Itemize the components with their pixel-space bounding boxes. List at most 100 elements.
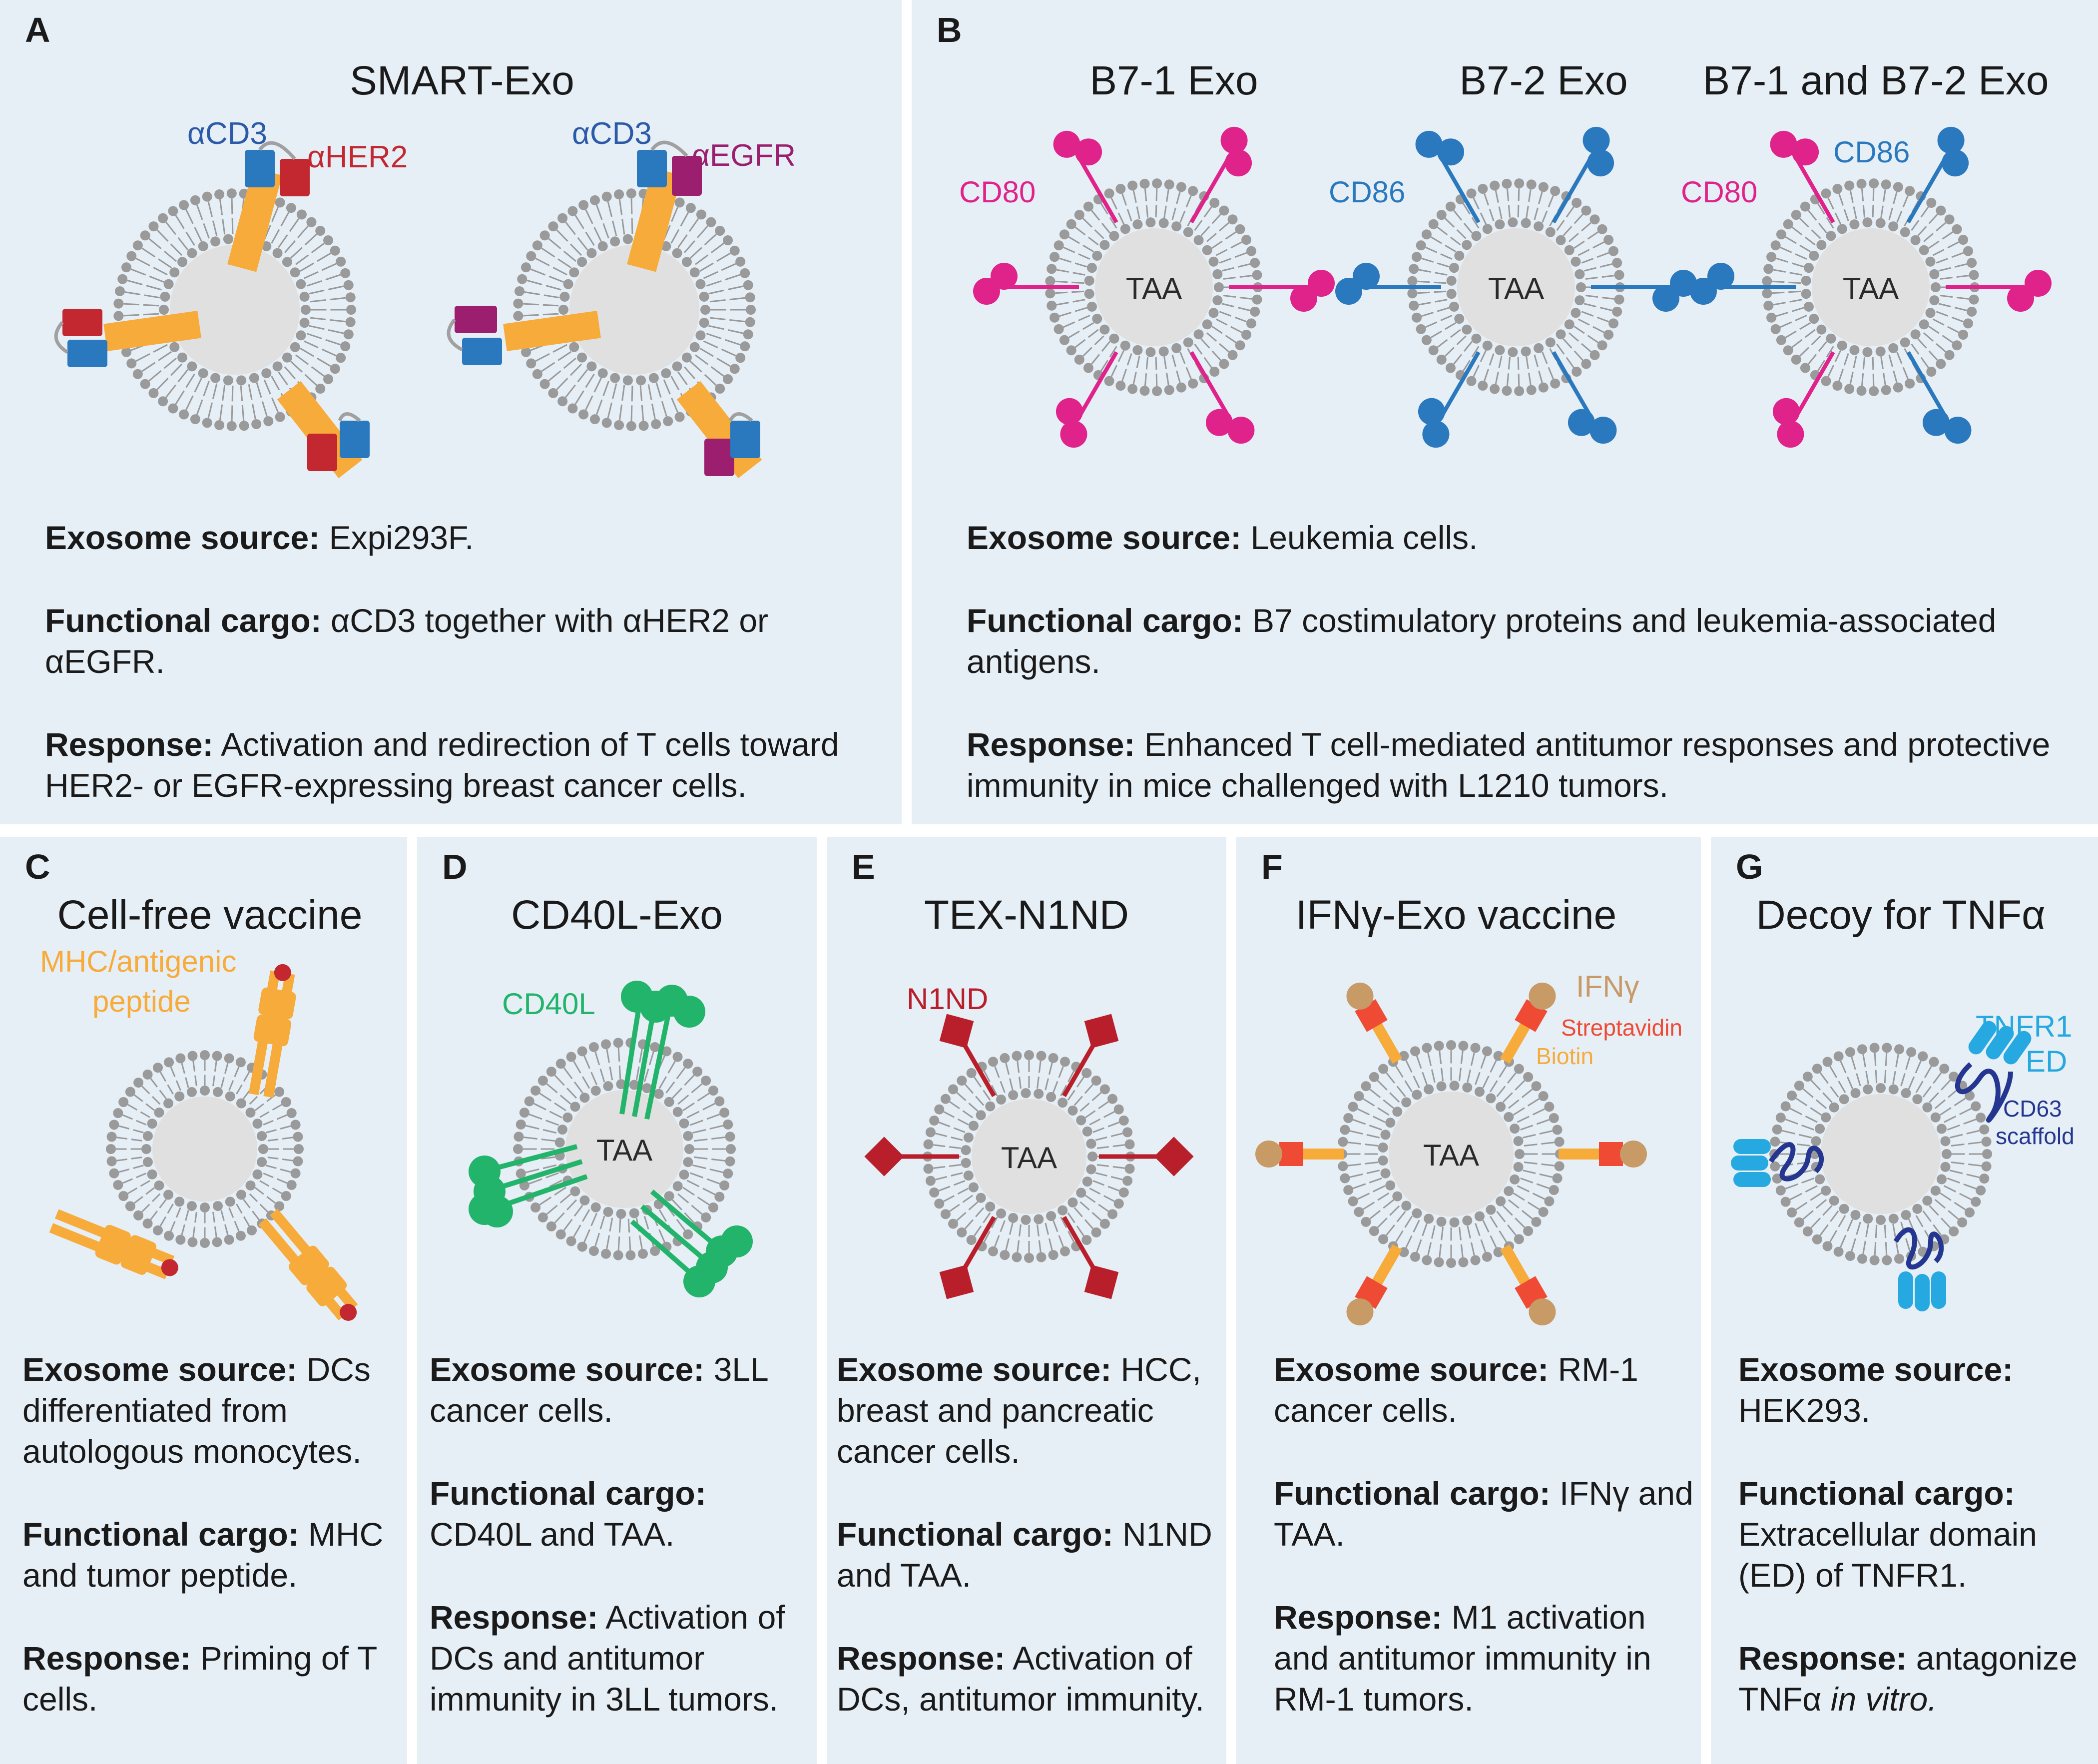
source-label: Exosome source: (430, 1351, 705, 1388)
panel-title: IFNγ-Exo vaccine (1295, 892, 1617, 938)
panel-letter: E (852, 847, 875, 886)
exosome-b7-1 (1045, 178, 1263, 396)
tnf-decoy-diagram: TNFR1 ED CD63 scaffold (1731, 1010, 2075, 1311)
panel-letter: F (1261, 847, 1283, 886)
panel-description: Exosome source: Leukemia cells. Function… (967, 517, 2081, 824)
label-scaffold: scaffold (1996, 1123, 2075, 1149)
panel-f: F IFNγ-Exo vaccine TAA IFNγ Streptavidin… (1236, 837, 1701, 1764)
cargo-value: Extracellular domain (ED) of TNFR1. (1738, 1516, 2037, 1594)
source-value: Expi293F. (329, 519, 474, 556)
source-value: Leukemia cells. (1250, 519, 1478, 556)
panel-title: B7-1 and B7-2 Exo (1702, 58, 2049, 103)
label-cd40l: CD40L (502, 987, 595, 1021)
source-value: 3LL cancer cells. (430, 1351, 768, 1429)
panel-title: CD40L-Exo (511, 892, 723, 938)
panel-title: TEX-N1ND (924, 892, 1129, 938)
panel-title: SMART-Exo (350, 58, 574, 103)
exosome (513, 1038, 736, 1260)
cargo-label: Functional cargo: (22, 1516, 299, 1553)
source-label: Exosome source: (1274, 1351, 1549, 1388)
source-label: Exosome source: (967, 519, 1242, 556)
label-streptavidin: Streptavidin (1561, 1015, 1682, 1041)
response-label: Response: (1274, 1599, 1443, 1636)
cargo-label: Functional cargo: (430, 1475, 706, 1512)
bispecific-antibodies-egfr (447, 140, 762, 479)
tex-n1nd-diagram: TAA N1ND (864, 982, 1194, 1299)
bispecific-antibodies-her2 (54, 141, 370, 479)
cargo-value: CD40L and TAA. (430, 1516, 675, 1553)
smart-exo-diagram: αCD3 αHER2 αCD3 αEGFR (54, 116, 796, 479)
exosome (923, 1050, 1135, 1263)
exosome-b7-2 (1407, 178, 1625, 396)
panel-description: Exosome source: RM-1 cancer cells. Funct… (1274, 1349, 1693, 1762)
panel-description: Exosome source: DCs differentiated from … (22, 1349, 402, 1762)
response-label: Response: (430, 1599, 598, 1636)
cargo-value: MHC and tumor peptide. (22, 1516, 384, 1594)
label-ifng: IFNγ (1576, 970, 1639, 1003)
label-cd80: CD80 (1681, 175, 1757, 209)
response-label: Response: (1738, 1640, 1907, 1677)
label-cd80: CD80 (959, 175, 1036, 209)
panel-description: Exosome source: 3LL cancer cells. Functi… (430, 1349, 809, 1762)
label-aher2: αHER2 (307, 140, 408, 174)
source-value: HCC, breast and pancreatic cancer cells. (837, 1351, 1201, 1470)
taa-label: TAA (1843, 272, 1899, 305)
panel-title: B7-2 Exo (1459, 58, 1628, 103)
panel-letter: D (442, 847, 468, 886)
label-cd86: CD86 (1833, 135, 1910, 169)
source-value: HEK293. (1738, 1392, 1871, 1429)
b7-exo-diagram: TAA TAA TAA CD80 CD86 CD80 CD86 (959, 126, 2052, 448)
label-acd3: αCD3 (572, 116, 652, 151)
panel-title: B7-1 Exo (1089, 58, 1258, 103)
source-label: Exosome source: (22, 1351, 298, 1388)
label-peptide: peptide (92, 985, 191, 1018)
source-label: Exosome source: (45, 519, 320, 556)
mhc-complexes (49, 964, 358, 1321)
cargo-label: Functional cargo: (45, 602, 322, 639)
panel-letter: C (25, 847, 50, 886)
cd40l-exo-diagram: TAA CD40L (469, 981, 753, 1297)
response-value: Priming of T cells. (22, 1640, 377, 1718)
label-mhc: MHC/antigenic (40, 945, 237, 978)
panel-description: Exosome source: HCC, breast and pancreat… (837, 1349, 1221, 1762)
source-label: Exosome source: (1738, 1351, 2014, 1388)
exosome-her2 (113, 188, 356, 431)
taa-label: TAA (596, 1134, 652, 1167)
exosome-egfr (513, 188, 756, 431)
cd63-tnfr1-constructs (1731, 1021, 2032, 1311)
response-value: M1 activation and antitumor immunity in … (1274, 1599, 1651, 1718)
label-aegfr: αEGFR (692, 138, 796, 173)
cargo-label: Functional cargo: (967, 602, 1243, 639)
label-n1nd: N1ND (907, 982, 988, 1016)
cargo-value: IFNγ and TAA. (1274, 1475, 1693, 1553)
panel-letter: G (1736, 847, 1763, 886)
source-value: DCs differentiated from autologous monoc… (22, 1351, 371, 1470)
panel-e: E TEX-N1ND TAA N1ND Exosome source: HCC,… (827, 837, 1226, 1764)
response-value: antagonize TNFα (1738, 1640, 2078, 1718)
taa-label: TAA (1001, 1141, 1057, 1175)
label-cd86: CD86 (1329, 175, 1405, 209)
cargo-value: N1ND and TAA. (837, 1516, 1212, 1594)
label-tnfr1: TNFR1 (1976, 1010, 2072, 1043)
response-value: Activation of DCs and antitumor immunity… (430, 1599, 785, 1718)
cd40l-trimers (469, 981, 753, 1297)
ifng-exo-diagram: TAA IFNγ Streptavidin Biotin (1255, 970, 1682, 1326)
panel-d: D CD40L-Exo TAA CD40L Exosome source: 3L… (417, 837, 817, 1764)
taa-label: TAA (1488, 272, 1544, 305)
cargo-label: Functional cargo: (1274, 1475, 1551, 1512)
panel-c: C Cell-free vaccine (0, 837, 407, 1764)
label-acd3: αCD3 (187, 116, 267, 151)
panel-description: Exosome source: Expi293F. Functional car… (45, 517, 894, 824)
cargo-value: αCD3 together with αHER2 or αEGFR. (45, 602, 769, 680)
cell-free-vaccine-diagram: MHC/antigenic peptide (40, 945, 358, 1321)
cargo-label: Functional cargo: (1738, 1475, 2015, 1512)
panel-title: Cell-free vaccine (57, 892, 363, 938)
mixed-ligands (1690, 126, 2052, 448)
label-biotin: Biotin (1536, 1043, 1593, 1069)
label-ed: ED (2026, 1045, 2067, 1078)
taa-label: TAA (1423, 1139, 1479, 1172)
exosome (1769, 1043, 1992, 1265)
source-value: RM-1 cancer cells. (1274, 1351, 1638, 1429)
ifng-ligands (1255, 982, 1647, 1326)
response-value: Activation and redirection of T cells to… (45, 726, 839, 804)
